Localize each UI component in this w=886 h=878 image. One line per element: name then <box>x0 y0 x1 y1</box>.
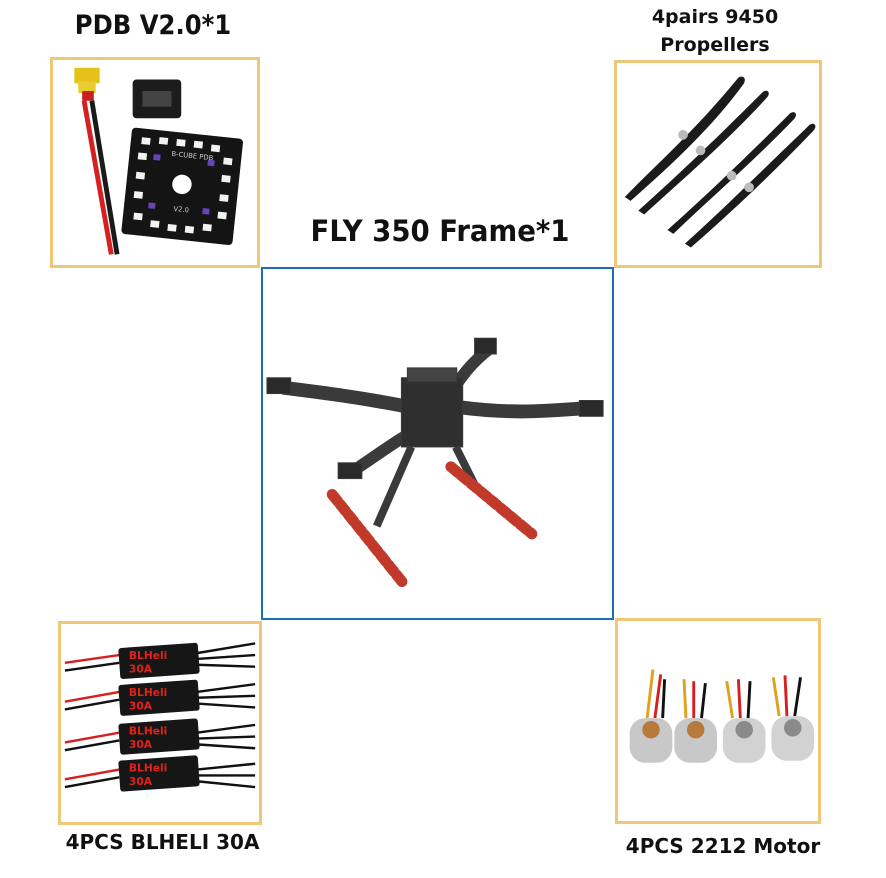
frame-label: FLY 350 Frame*1 <box>310 214 570 248</box>
esc-illustration: BLHeli 30A BLHeli 30A BLHeli 30A BLHeli … <box>64 642 256 792</box>
pdb-image: B-CUBE PDB V2.0 <box>50 57 260 268</box>
propeller-set <box>624 76 816 248</box>
esc-rating-1: 30A <box>129 663 153 676</box>
pdb-board-version: V2.0 <box>173 205 189 215</box>
esc-brand-2: BLHeli <box>129 686 167 699</box>
red-wire <box>81 100 114 255</box>
motor-set <box>629 669 815 763</box>
pdb-illustration: B-CUBE PDB V2.0 <box>74 67 243 255</box>
pdb-board: B-CUBE PDB V2.0 <box>121 127 243 245</box>
landing-skid-right <box>445 461 538 540</box>
frame-image <box>261 267 614 620</box>
pdb-label: PDB V2.0*1 <box>74 10 232 41</box>
black-wire <box>89 100 120 255</box>
xt60-connector <box>74 67 100 84</box>
esc-brand-3: BLHeli <box>129 725 167 738</box>
frame-body <box>266 337 604 528</box>
motor-illustration <box>629 669 815 763</box>
esc-brand-1: BLHeli <box>129 649 167 662</box>
frame-illustration <box>266 337 604 589</box>
motor-image <box>615 618 821 824</box>
propellers-label-line1: 4pairs 9450 <box>651 6 779 28</box>
esc-rating-2: 30A <box>129 699 153 712</box>
esc-image: BLHeli 30A BLHeli 30A BLHeli 30A BLHeli … <box>58 621 262 825</box>
esc-stack: BLHeli 30A BLHeli 30A BLHeli 30A BLHeli … <box>64 642 256 792</box>
esc-rating-4: 30A <box>129 775 153 788</box>
esc-rating-3: 30A <box>129 738 153 751</box>
landing-skid-left <box>326 488 409 589</box>
esc-brand-4: BLHeli <box>129 762 167 775</box>
motor-label: 4PCS 2212 Motor <box>625 834 821 858</box>
propellers-image <box>614 60 822 268</box>
esc-label: 4PCS BLHELI 30A <box>65 830 260 854</box>
propellers-label-line2: Propellers <box>660 34 770 56</box>
propellers-illustration <box>624 76 816 248</box>
